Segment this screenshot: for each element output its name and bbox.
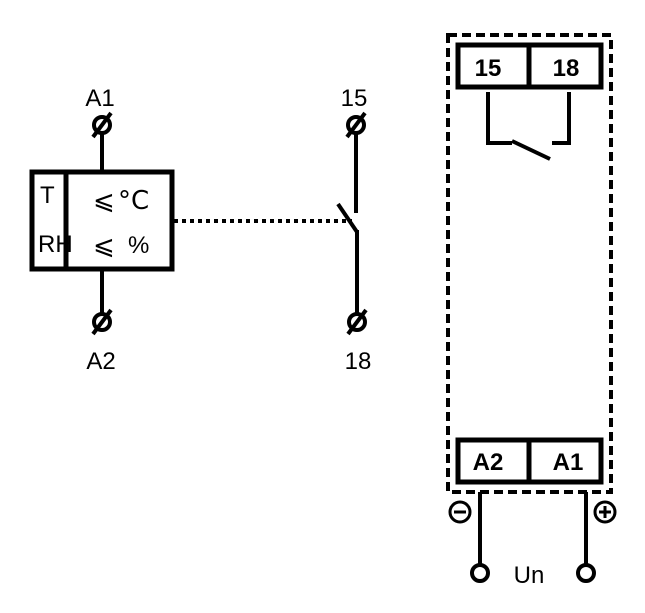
relay-module: 15 18 A2 A1 xyxy=(446,33,613,494)
module-terminal-a1: A1 xyxy=(553,449,584,476)
sensor-rh-unit: % xyxy=(128,232,149,259)
supply-terminal-minus xyxy=(470,563,490,583)
terminal-a2-symbol xyxy=(91,308,113,336)
terminal-a1-label: A1 xyxy=(85,85,114,112)
terminal-18-label: 18 xyxy=(345,348,372,375)
plus-icon xyxy=(593,500,617,524)
bottom-terminal-block xyxy=(455,437,604,485)
minus-icon xyxy=(448,500,472,524)
contact-switch xyxy=(336,202,359,234)
sensor-rh-symbol: ⩽ xyxy=(93,231,115,261)
terminal-a2-label: A2 xyxy=(86,348,115,375)
terminal-15-label: 15 xyxy=(341,85,368,112)
sensor-temp-symbol: ⩽ xyxy=(93,186,115,216)
module-terminal-a2: A2 xyxy=(473,449,504,476)
contact-circuit: 15 18 xyxy=(336,85,372,375)
sensor-t-label: T xyxy=(40,182,55,209)
sensor-temp-unit: °C xyxy=(118,186,149,216)
internal-contact xyxy=(486,92,571,161)
supply-voltage-label: Un xyxy=(514,562,545,589)
supply-terminal-plus xyxy=(576,563,596,583)
sensor-circuit: A1 T RH ⩽ °C ⩽ % A2 xyxy=(29,85,175,375)
sensor-rh-label: RH xyxy=(38,231,73,258)
terminal-18-symbol xyxy=(346,308,368,336)
top-terminal-block xyxy=(455,42,604,90)
supply-connection: Un xyxy=(448,492,617,589)
module-terminal-15: 15 xyxy=(475,55,502,82)
module-housing xyxy=(446,33,613,494)
module-terminal-18: 18 xyxy=(553,55,580,82)
